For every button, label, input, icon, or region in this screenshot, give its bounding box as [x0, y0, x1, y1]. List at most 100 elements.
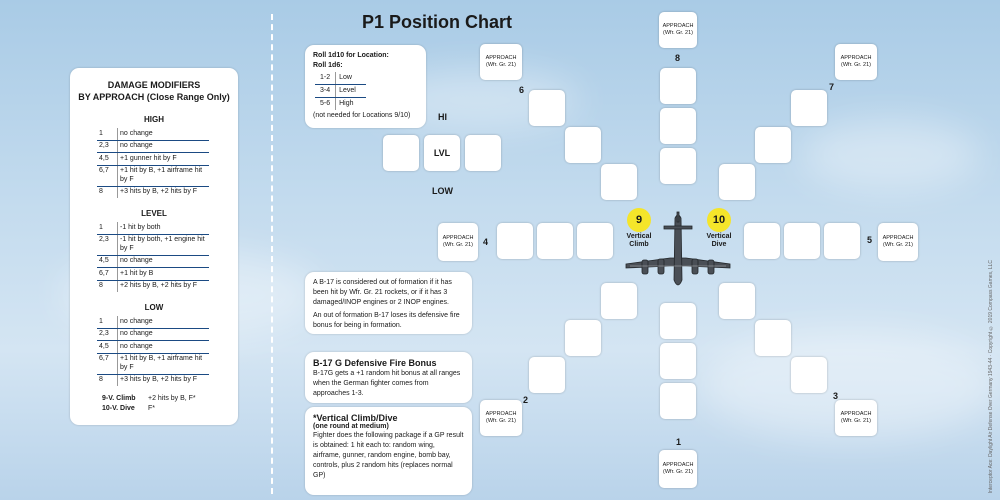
position-1-box[interactable]	[660, 383, 696, 419]
vertical-climb-marker[interactable]: 9	[627, 208, 651, 232]
modifier-text: no change	[117, 328, 209, 341]
position-1-box[interactable]	[660, 303, 696, 339]
roll-value: 2,3	[97, 328, 118, 341]
position-5-box[interactable]	[824, 223, 860, 259]
approach-label: APPROACH	[662, 23, 694, 29]
approach-8-box[interactable]: APPROACH(Wfr. Gr. 21)	[659, 12, 697, 48]
position-4-number: 4	[483, 237, 489, 247]
vertical-card: *Vertical Climb/Dive (one round at mediu…	[305, 407, 472, 495]
approach-6-box[interactable]: APPROACH(Wfr. Gr. 21)	[480, 44, 522, 80]
roll-value: 4,5	[97, 340, 118, 354]
position-3-number: 3	[833, 391, 839, 401]
roll-result: High	[339, 100, 354, 107]
position-3-box[interactable]	[755, 320, 791, 356]
roll-result: Level	[335, 84, 367, 98]
position-6-box[interactable]	[529, 90, 565, 126]
position-4-box[interactable]	[497, 223, 533, 259]
high-title: HIGH	[144, 115, 164, 124]
low-row: 8+3 hits by B, +2 hits by F	[97, 374, 209, 386]
level-row: 6,7+1 hit by B	[97, 267, 209, 281]
damage-subheading: BY APPROACH (Close Range Only)	[78, 92, 230, 102]
position-2-box[interactable]	[565, 320, 601, 356]
roll-value: 2,3	[97, 140, 118, 153]
position-6-number: 6	[519, 85, 525, 95]
roll-result: Low	[335, 72, 367, 85]
modifier-text: +1 hit by B, +1 airframe hit by F	[117, 353, 209, 375]
altitude-box-left[interactable]	[383, 135, 419, 171]
position-8-box[interactable]	[660, 148, 696, 184]
modifier-text: no change	[117, 128, 209, 141]
position-4-box[interactable]	[537, 223, 573, 259]
alt-hi-label: HI	[438, 112, 447, 122]
vertical-sub: (one round at medium)	[313, 423, 389, 430]
position-1-box[interactable]	[660, 343, 696, 379]
low-title: LOW	[144, 303, 164, 312]
approach-sub: (Wfr. Gr. 21)	[486, 62, 516, 68]
position-6-box[interactable]	[601, 164, 637, 200]
vertical-dive-marker[interactable]: 10	[707, 208, 731, 232]
position-8-number: 8	[675, 53, 681, 63]
position-2-box[interactable]	[601, 283, 637, 319]
position-3-box[interactable]	[719, 283, 755, 319]
position-7-box[interactable]	[755, 127, 791, 163]
position-2-box[interactable]	[529, 357, 565, 393]
approach-7-box[interactable]: APPROACH(Wfr. Gr. 21)	[835, 44, 877, 80]
altitude-box-lvl[interactable]: LVL	[424, 135, 460, 171]
b17-bomber-icon	[625, 211, 731, 286]
position-5-box[interactable]	[744, 223, 780, 259]
approach-5-box[interactable]: APPROACH(Wfr. Gr. 21)	[878, 223, 918, 261]
position-5-number: 5	[867, 235, 873, 245]
modifier-text: +1 hit by B	[117, 267, 209, 281]
formation-card: A B-17 is considered out of formation if…	[305, 272, 472, 334]
roll-value: 1	[97, 222, 118, 235]
roll-value: 8	[97, 374, 118, 386]
approach-1-box[interactable]: APPROACH(Wfr. Gr. 21)	[659, 450, 697, 488]
roll-line1: Roll 1d10 for Location:	[313, 52, 389, 59]
vclimb-key: 9-V. Climb	[102, 395, 136, 402]
altitude-box-right[interactable]	[465, 135, 501, 171]
approach-2-box[interactable]: APPROACH(Wfr. Gr. 21)	[480, 400, 522, 436]
position-5-box[interactable]	[784, 223, 820, 259]
position-7-box[interactable]	[719, 164, 755, 200]
approach-4-box[interactable]: APPROACH(Wfr. Gr. 21)	[438, 223, 478, 261]
position-3-box[interactable]	[791, 357, 827, 393]
modifier-text: no change	[117, 316, 209, 329]
position-6-box[interactable]	[565, 127, 601, 163]
damage-heading: DAMAGE MODIFIERS	[107, 80, 201, 90]
modifier-text: +3 hits by B, +2 hits by F	[120, 188, 198, 195]
position-8-box[interactable]	[660, 68, 696, 104]
position-7-box[interactable]	[791, 90, 827, 126]
approach-label: APPROACH	[485, 55, 517, 61]
position-8-box[interactable]	[660, 108, 696, 144]
formation-p1: A B-17 is considered out of formation if…	[313, 279, 452, 306]
vclimb-label1: Vertical	[626, 233, 652, 240]
roll-range: 3-4	[315, 84, 337, 98]
vdive-label2: Dive	[711, 241, 727, 248]
alt-lvl-label: LVL	[433, 148, 451, 158]
modifier-text: +2 hits by B, +2 hits by F	[120, 282, 198, 289]
modifier-text: -1 hit by both	[117, 222, 209, 235]
modifier-text: +1 gunner hit by F	[117, 152, 209, 166]
roll-range: 5-6	[315, 97, 337, 110]
modifier-text: -1 hit by both, +1 engine hit by F	[117, 234, 209, 256]
roll-value: 8	[97, 280, 118, 292]
low-row: 6,7+1 hit by B, +1 airframe hit by F	[97, 353, 209, 375]
vdive-number: 10	[712, 214, 726, 226]
approach-3-box[interactable]: APPROACH(Wfr. Gr. 21)	[835, 400, 877, 436]
approach-label: APPROACH	[662, 462, 694, 468]
level-row: 8+2 hits by B, +2 hits by F	[97, 280, 209, 292]
roll-note: (not needed for Locations 9/10)	[313, 112, 411, 119]
approach-sub: (Wfr. Gr. 21)	[663, 30, 693, 36]
high-row: 4,5+1 gunner hit by F	[97, 152, 209, 166]
vclimb-value: +2 hits by B, F*	[148, 395, 196, 402]
position-4-box[interactable]	[577, 223, 613, 259]
position-2-number: 2	[523, 395, 529, 405]
approach-label: APPROACH	[485, 411, 517, 417]
approach-sub: (Wfr. Gr. 21)	[663, 469, 693, 475]
